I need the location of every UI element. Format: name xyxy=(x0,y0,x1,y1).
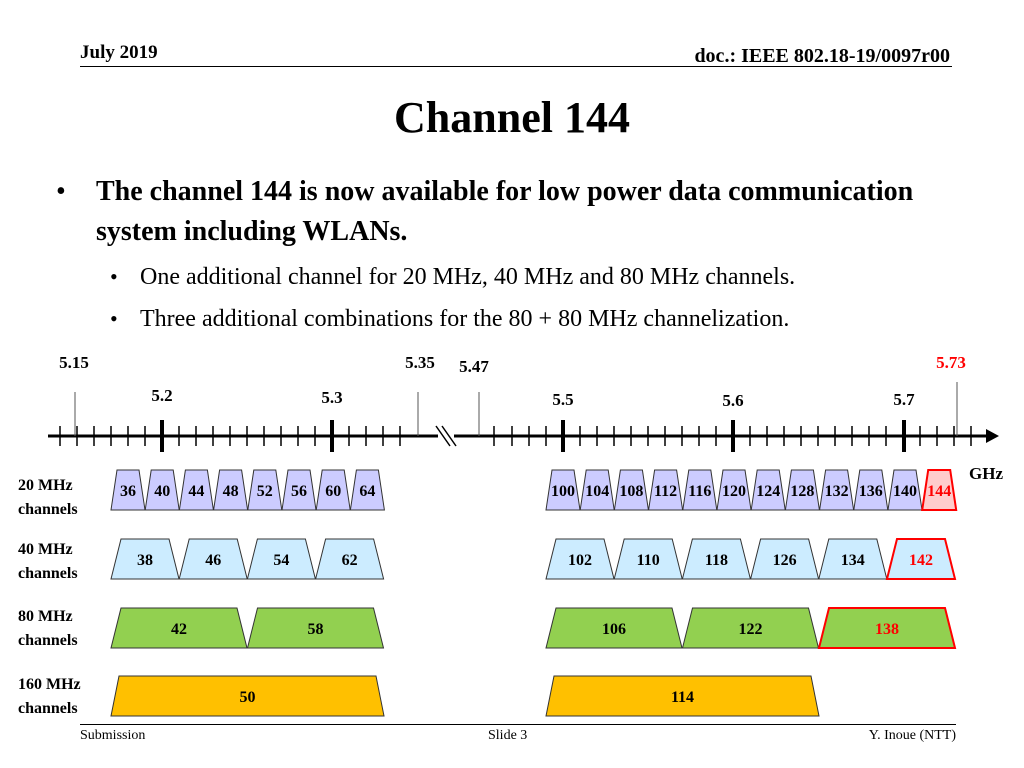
channel-20mhz-label: 112 xyxy=(654,483,677,500)
frequency-label: 5.73 xyxy=(936,353,966,372)
channel-20mhz-label: 120 xyxy=(722,483,746,500)
frequency-label: 5.47 xyxy=(459,357,489,376)
channel-20mhz-label: 132 xyxy=(825,483,849,500)
bullet-main: The channel 144 is now available for low… xyxy=(96,176,914,247)
channel-80mhz xyxy=(817,607,957,649)
channel-80mhz-label: 106 xyxy=(602,621,626,638)
channel-20mhz-label: 108 xyxy=(619,483,643,500)
footer-author: Y. Inoue (NTT) xyxy=(868,728,956,743)
footer-rule xyxy=(80,724,956,725)
channel-40mhz-label: 102 xyxy=(568,552,592,569)
frequency-label: 5.2 xyxy=(151,386,172,405)
sub-bullet-2: Three additional combinations for the 80… xyxy=(140,306,790,332)
row-label-channels: channels xyxy=(18,632,78,649)
row-label-bandwidth: 160 MHz xyxy=(18,676,81,693)
axis-break-mark xyxy=(441,425,457,447)
header-rule xyxy=(80,66,952,67)
channel-40mhz-label: 110 xyxy=(637,552,660,569)
channel-80mhz-label: 122 xyxy=(739,621,763,638)
axis-break-gap xyxy=(438,424,454,448)
channel-40mhz-label: 46 xyxy=(205,552,221,569)
channel-80mhz-label: 58 xyxy=(308,621,324,638)
sub-bullet-1: One additional channel for 20 MHz, 40 MH… xyxy=(140,264,796,290)
header-doc-id: doc.: IEEE 802.18-19/0097r00 xyxy=(694,45,950,67)
channel-20mhz-label: 140 xyxy=(893,483,917,500)
channel-20mhz-label: 56 xyxy=(291,483,307,500)
channel-20mhz-label: 128 xyxy=(790,483,814,500)
channel-40mhz-label: 126 xyxy=(773,552,797,569)
channel-160mhz xyxy=(545,675,820,717)
channel-80mhz-label: 138 xyxy=(875,621,899,638)
channel-20mhz-label: 64 xyxy=(359,483,375,500)
row-label-channels: channels xyxy=(18,700,78,717)
frequency-label: 5.15 xyxy=(59,353,89,372)
row-label-bandwidth: 40 MHz xyxy=(18,541,73,558)
channel-20mhz-label: 44 xyxy=(188,483,204,500)
channel-160mhz xyxy=(110,675,385,717)
channel-20mhz xyxy=(349,469,385,511)
footer-slide-number: Slide 3 xyxy=(488,728,528,743)
channel-80mhz-label: 42 xyxy=(171,621,187,638)
channel-20mhz-label: 144 xyxy=(927,483,951,500)
frequency-label: 5.7 xyxy=(893,390,915,409)
frequency-label: 5.6 xyxy=(722,391,743,410)
channel-40mhz-label: 142 xyxy=(909,552,933,569)
slide-title: Channel 144 xyxy=(394,93,630,142)
row-label-bandwidth: 20 MHz xyxy=(18,477,73,494)
channel-20mhz-label: 100 xyxy=(551,483,575,500)
channel-20mhz-label: 136 xyxy=(859,483,883,500)
channel-40mhz-label: 62 xyxy=(342,552,358,569)
header-date: July 2019 xyxy=(80,42,158,63)
channel-40mhz-label: 38 xyxy=(137,552,153,569)
frequency-label: 5.3 xyxy=(321,388,342,407)
row-label-bandwidth: 80 MHz xyxy=(18,608,73,625)
channel-20mhz-label: 52 xyxy=(257,483,273,500)
channel-40mhz-label: 134 xyxy=(841,552,865,569)
axis-arrow-icon xyxy=(986,429,999,443)
channel-40mhz-label: 118 xyxy=(705,552,728,569)
channel-20mhz-label: 40 xyxy=(154,483,170,500)
channel-20mhz-label: 124 xyxy=(756,483,780,500)
axis-unit-label: GHz xyxy=(969,464,1003,483)
channel-40mhz-label: 54 xyxy=(273,552,289,569)
channel-80mhz xyxy=(246,607,385,649)
row-label-channels: channels xyxy=(18,565,78,582)
channel-40mhz xyxy=(314,538,385,580)
bullet-marker: • xyxy=(56,176,66,207)
channel-20mhz-label: 60 xyxy=(325,483,341,500)
channel-20mhz xyxy=(921,469,958,511)
channel-20mhz-label: 36 xyxy=(120,483,136,500)
channel-20mhz-label: 116 xyxy=(688,483,711,500)
channel-20mhz-label: 104 xyxy=(585,483,609,500)
frequency-label: 5.35 xyxy=(405,353,435,372)
axis-break-mark xyxy=(435,425,451,447)
channel-20mhz-label: 48 xyxy=(223,483,239,500)
footer-submission: Submission xyxy=(80,728,146,743)
channel-160mhz-label: 114 xyxy=(671,689,694,706)
sub-bullet-marker: • xyxy=(110,264,118,289)
channel-160mhz-label: 50 xyxy=(240,689,256,706)
channel-40mhz xyxy=(885,538,957,580)
frequency-label: 5.5 xyxy=(552,390,573,409)
sub-bullet-marker: • xyxy=(110,306,118,331)
row-label-channels: channels xyxy=(18,501,78,518)
